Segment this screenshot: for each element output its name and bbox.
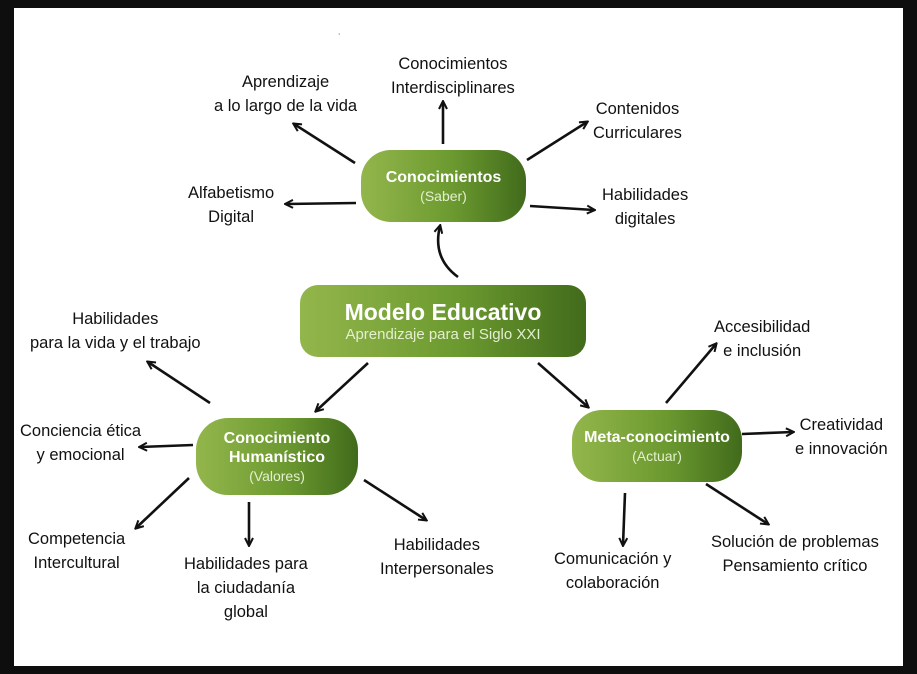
humanistico-subtitle: (Valores) bbox=[249, 467, 305, 484]
central-title: Modelo Educativo bbox=[344, 298, 542, 325]
central-node: Modelo Educativo Aprendizaje para el Sig… bbox=[300, 285, 586, 357]
conocimientos-title: Conocimientos bbox=[385, 168, 502, 186]
central-subtitle: Aprendizaje para el Siglo XXI bbox=[345, 325, 541, 343]
conocimientos-node: Conocimientos (Saber) bbox=[361, 150, 526, 222]
stray-mark: ˙ bbox=[338, 33, 342, 44]
metaconocimiento-node: Meta-conocimiento (Actuar) bbox=[572, 410, 742, 482]
humanistico-title-line2: Humanístico bbox=[228, 448, 325, 466]
meta-subtitle: (Actuar) bbox=[632, 447, 682, 464]
humanistico-title-line1: Conocimiento bbox=[223, 429, 331, 447]
meta-title: Meta-conocimiento bbox=[584, 428, 730, 446]
humanistico-node: Conocimiento Humanístico (Valores) bbox=[196, 418, 358, 495]
conocimientos-subtitle: (Saber) bbox=[420, 187, 467, 204]
